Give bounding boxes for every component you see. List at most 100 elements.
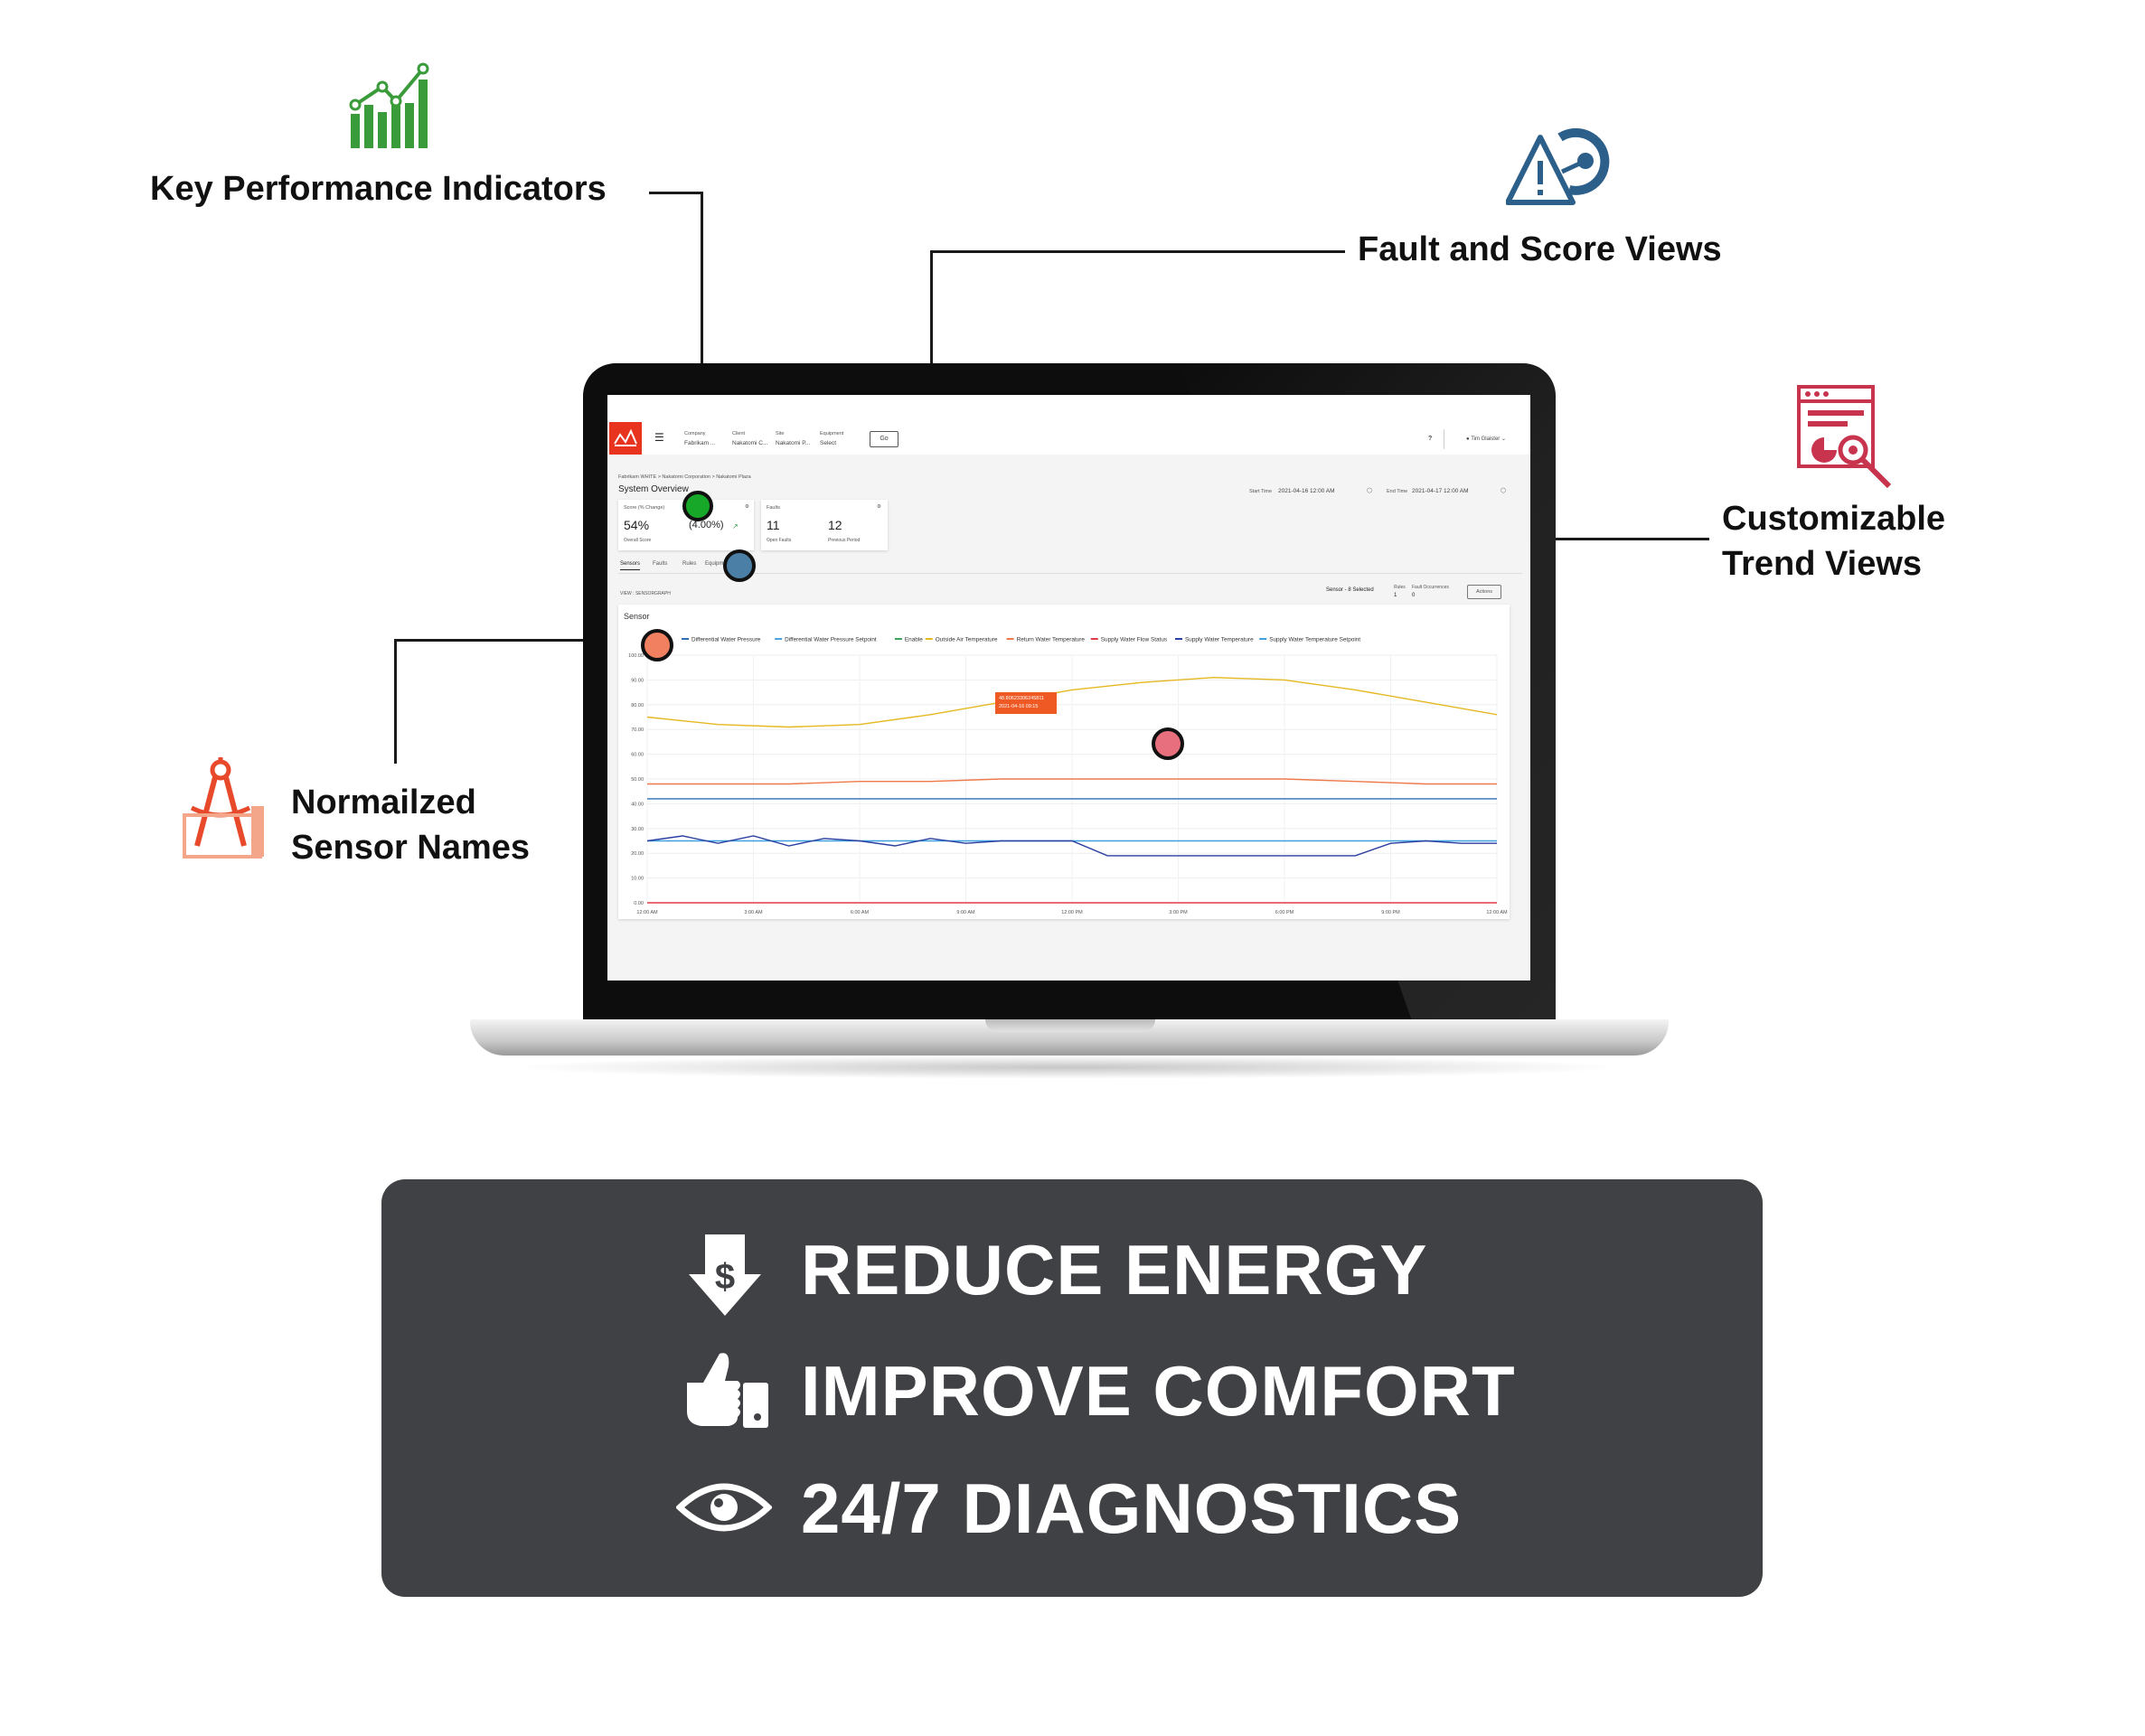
sensor-callout-line2: Sensor Names <box>291 829 531 867</box>
score-change: (4.00%) <box>689 520 724 530</box>
kpi-marker <box>682 491 713 521</box>
benefit-improve-comfort: IMPROVE COMFORT <box>801 1351 1516 1431</box>
legend-label: Differential Water Pressure <box>691 637 761 643</box>
y-tick-label: 30.00 <box>631 827 644 832</box>
rules-value: 1 <box>1394 593 1397 598</box>
menu-icon[interactable]: ☰ <box>654 431 664 444</box>
legend-label: Return Water Temperature <box>1017 637 1086 643</box>
tab-sensors[interactable]: Sensors <box>620 561 641 570</box>
rules-label: Rules <box>1394 585 1406 590</box>
legend-item[interactable]: Return Water Temperature <box>1006 637 1086 643</box>
legend-item[interactable]: Differential Water Pressure Setpoint <box>775 637 877 643</box>
tab-equipment[interactable]: Equipment <box>705 561 731 567</box>
x-tick-label: 12:00 AM <box>636 910 658 915</box>
start-time-label: Start Time <box>1249 489 1273 494</box>
chart-series <box>646 676 1498 904</box>
faults-card-title: Faults <box>767 505 780 511</box>
chart-tooltip: 48.80623306245811 2021-04-16 09:15 <box>995 692 1057 714</box>
fault-occurrences-value: 0 <box>1412 593 1416 598</box>
sensor-marker <box>641 629 673 662</box>
trend-report-icon <box>1795 383 1904 492</box>
app-logo[interactable] <box>609 422 642 455</box>
series-line[interactable] <box>646 676 1498 728</box>
open-faults-label: Open Faults <box>767 538 792 543</box>
filter-client-value[interactable]: Nakatomi C... <box>732 440 768 446</box>
view-selector[interactable]: VIEW : SENSORGRAPH <box>620 591 671 596</box>
y-tick-label: 20.00 <box>631 851 644 857</box>
fault-warning-icon <box>1505 125 1614 208</box>
thumbs-up-icon <box>683 1348 772 1430</box>
y-tick-label: 70.00 <box>631 727 644 733</box>
end-time-value[interactable]: 2021-04-17 12:00 AM <box>1412 488 1469 494</box>
benefit-diagnostics: 24/7 DIAGNOSTICS <box>801 1469 1463 1548</box>
x-tick-label: 3:00 AM <box>744 910 763 915</box>
legend-item[interactable]: Differential Water Pressure <box>682 637 761 643</box>
start-time-clear-icon[interactable]: ◯ <box>1367 488 1373 493</box>
y-tick-label: 50.00 <box>631 777 644 783</box>
legend-item[interactable]: Outside Air Temperature <box>925 637 998 643</box>
legend-item[interactable]: Supply Water Temperature <box>1175 637 1254 643</box>
faults-card: Faults ⚙ 11 Open Faults 12 Previous Peri… <box>761 500 888 550</box>
fault-connector <box>932 250 1345 253</box>
filter-company-value[interactable]: Fabrikam ... <box>684 440 716 446</box>
breadcrumb[interactable]: Fabrikam WHITE > Nakatomi Corporation > … <box>618 474 751 480</box>
legend-label: Supply Water Temperature Setpoint <box>1269 637 1360 643</box>
y-tick-label: 40.00 <box>631 802 644 807</box>
chart-y-ticks: 100.0090.0080.0070.0060.0050.0040.0030.0… <box>628 653 644 906</box>
svg-text:$: $ <box>715 1257 735 1297</box>
y-tick-label: 90.00 <box>631 678 644 683</box>
end-time-clear-icon[interactable]: ◯ <box>1501 488 1507 493</box>
kpi-connector <box>649 192 701 194</box>
laptop-shadow <box>506 1056 1627 1079</box>
x-tick-label: 6:00 PM <box>1275 910 1294 915</box>
series-line[interactable] <box>647 778 1497 785</box>
go-button[interactable]: Go <box>870 431 898 447</box>
tab-rules[interactable]: Rules <box>682 561 697 567</box>
sensor-chart-card: Sensor Differential Water Pressure Differ… <box>618 605 1510 919</box>
sensor-connector <box>394 640 397 764</box>
page-title: System Overview <box>618 484 689 494</box>
chart-title: Sensor <box>624 612 650 621</box>
laptop-notch <box>985 1019 1155 1032</box>
sensor-selected: Sensor - 8 Selected <box>1326 587 1374 593</box>
trend-callout-line2: Trend Views <box>1722 545 1923 583</box>
legend-item[interactable]: Supply Water Flow Status <box>1090 637 1167 643</box>
trend-marker <box>1152 727 1184 760</box>
x-tick-label: 12:00 PM <box>1061 910 1083 915</box>
help-button[interactable]: ? <box>1428 436 1433 442</box>
series-line[interactable] <box>646 835 1497 857</box>
start-time-value[interactable]: 2021-04-16 12:00 AM <box>1278 488 1335 494</box>
trend-callout-line1: Customizable <box>1722 500 1946 538</box>
tab-faults[interactable]: Faults <box>653 561 668 567</box>
benefits-panel <box>381 1179 1763 1597</box>
trend-up-icon: ↗ <box>732 522 739 530</box>
score-sub: Overall Score <box>624 538 652 543</box>
benefit-reduce-energy: REDUCE ENERGY <box>801 1230 1428 1309</box>
faults-info-icon[interactable]: ⚙ <box>877 504 881 510</box>
filter-site-value[interactable]: Nakatomi P... <box>776 440 811 446</box>
laptop-screen: ☰ Company Fabrikam ... Client Nakatomi C… <box>607 395 1530 981</box>
user-menu[interactable]: ● Tim Glaister ⌄ <box>1466 436 1506 442</box>
legend-item[interactable]: Supply Water Temperature Setpoint <box>1259 637 1360 643</box>
eye-icon <box>674 1478 774 1536</box>
sensor-chart[interactable]: Sensor Differential Water Pressure Differ… <box>618 605 1510 919</box>
filter-equipment-value[interactable]: Select <box>820 440 837 446</box>
x-tick-label: 3:00 PM <box>1169 910 1188 915</box>
score-card-title: Score (% Change) <box>624 505 665 511</box>
score-value: 54% <box>624 518 650 532</box>
actions-button[interactable]: Actions <box>1467 585 1501 599</box>
filter-company-label: Company <box>684 431 706 436</box>
dollar-down-arrow-icon: $ <box>687 1231 763 1318</box>
legend-label: Enable <box>905 637 923 643</box>
end-time-label: End Time <box>1387 489 1408 494</box>
score-info-icon[interactable]: ⚙ <box>745 504 749 510</box>
legend-item[interactable]: Enable <box>894 637 923 643</box>
kpi-chart-icon <box>349 60 439 150</box>
legend-label: Supply Water Flow Status <box>1101 637 1167 643</box>
app-window: ☰ Company Fabrikam ... Client Nakatomi C… <box>607 395 1530 981</box>
tooltip-value: 48.80623306245811 <box>999 696 1045 701</box>
kpi-callout-label: Key Performance Indicators <box>150 170 607 208</box>
prev-faults-value: 12 <box>828 518 842 532</box>
user-icon: ● <box>1466 436 1472 442</box>
